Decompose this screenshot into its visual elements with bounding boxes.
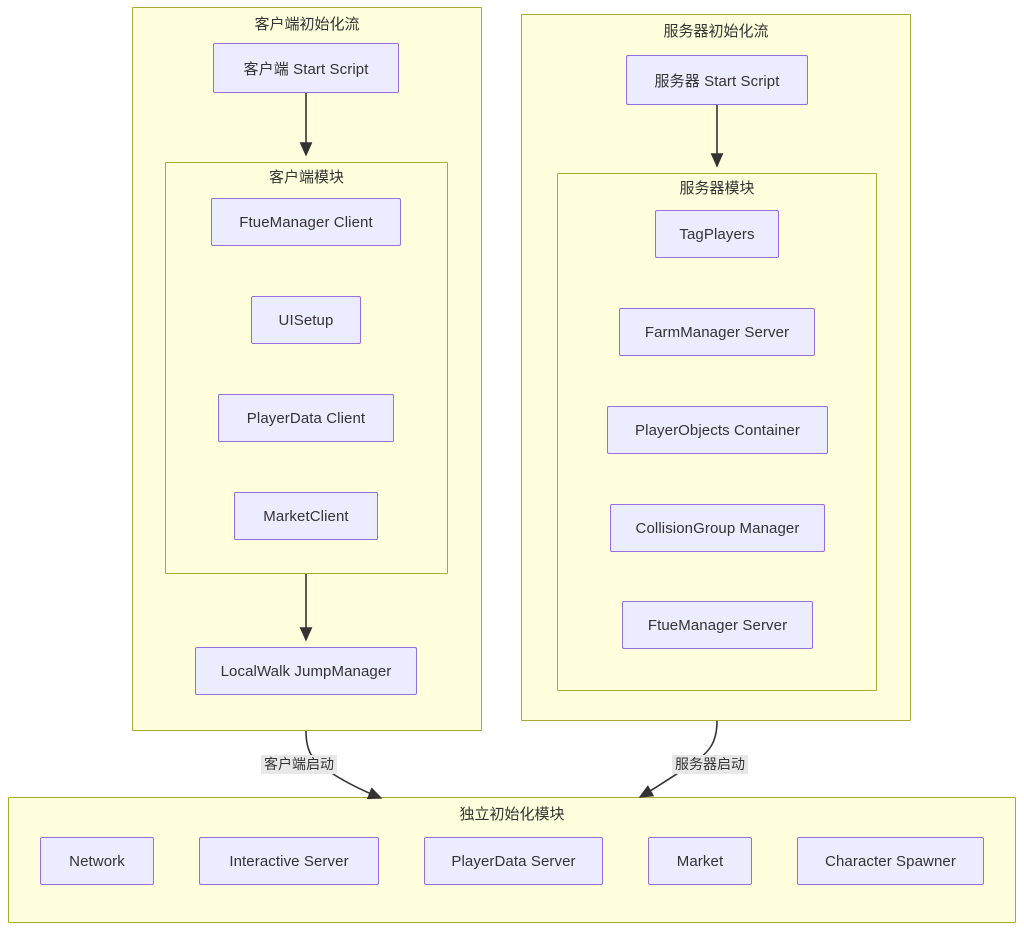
node-collisiongroup-manager[interactable]: CollisionGroup Manager (610, 504, 825, 552)
node-label-playerdata-client: PlayerData Client (246, 409, 366, 427)
node-ftuemanager-client[interactable]: FtueManager Client (211, 198, 401, 246)
node-uisetup[interactable]: UISetup (251, 296, 361, 344)
edge-label-client-start: 客户端启动 (261, 755, 337, 774)
node-network[interactable]: Network (40, 837, 154, 885)
node-character-spawner[interactable]: Character Spawner (797, 837, 984, 885)
node-label-ftuemanager-client: FtueManager Client (239, 213, 373, 231)
cluster-title-standalone-init-modules: 独立初始化模块 (459, 806, 565, 823)
cluster-title-server-modules: 服务器模块 (679, 180, 755, 197)
node-farmmanager-server[interactable]: FarmManager Server (619, 308, 815, 356)
edge-label-server-start: 服务器启动 (672, 755, 748, 774)
node-label-ftuemanager-server: FtueManager Server (647, 616, 788, 634)
cluster-title-client-init-flow: 客户端初始化流 (254, 16, 360, 33)
node-label-localwalk-jumpmanager: LocalWalk JumpManager (220, 662, 392, 680)
node-label-farmmanager-server: FarmManager Server (644, 323, 790, 341)
node-ftuemanager-server[interactable]: FtueManager Server (622, 601, 813, 649)
node-label-interactive-server: Interactive Server (229, 852, 349, 870)
node-marketclient[interactable]: MarketClient (234, 492, 378, 540)
node-label-server-start-script: 服务器 Start Script (654, 72, 780, 90)
node-label-client-start-script: 客户端 Start Script (243, 60, 369, 78)
node-label-uisetup: UISetup (278, 311, 334, 329)
node-label-tagplayers: TagPlayers (679, 225, 755, 243)
cluster-title-server-init-flow: 服务器初始化流 (663, 23, 769, 40)
node-server-start-script[interactable]: 服务器 Start Script (626, 55, 808, 105)
cluster-title-client-modules: 客户端模块 (268, 169, 344, 186)
node-playerdata-client[interactable]: PlayerData Client (218, 394, 394, 442)
node-label-character-spawner: Character Spawner (825, 852, 956, 870)
node-label-network: Network (69, 852, 125, 870)
node-playerobjects-container[interactable]: PlayerObjects Container (607, 406, 828, 454)
node-market[interactable]: Market (648, 837, 752, 885)
node-tagplayers[interactable]: TagPlayers (655, 210, 779, 258)
node-label-collisiongroup-manager: CollisionGroup Manager (635, 519, 800, 537)
node-label-marketclient: MarketClient (263, 507, 349, 525)
node-label-market: Market (676, 852, 724, 870)
node-label-playerobjects-container: PlayerObjects Container (635, 421, 800, 439)
node-client-start-script[interactable]: 客户端 Start Script (213, 43, 399, 93)
node-interactive-server[interactable]: Interactive Server (199, 837, 379, 885)
node-localwalk-jumpmanager[interactable]: LocalWalk JumpManager (195, 647, 417, 695)
node-label-playerdata-server: PlayerData Server (451, 852, 576, 870)
node-playerdata-server[interactable]: PlayerData Server (424, 837, 603, 885)
